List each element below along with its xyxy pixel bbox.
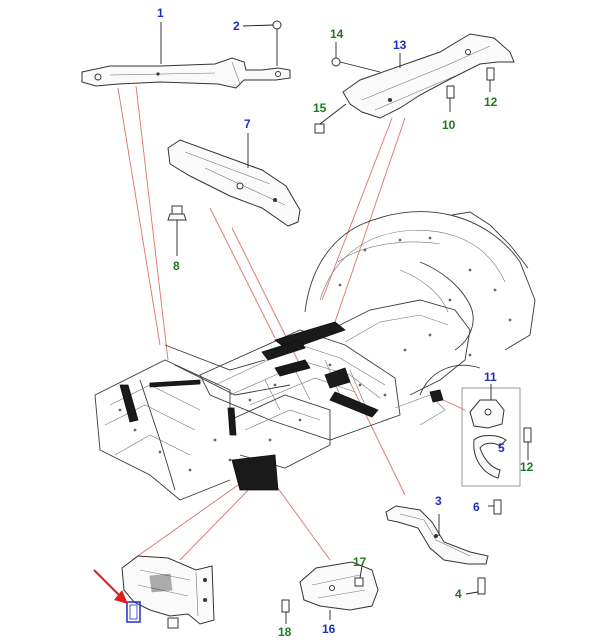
part-1-crossmember <box>81 57 291 89</box>
callout-8: 8 <box>173 259 180 273</box>
part-15-nut <box>314 103 347 134</box>
vehicle-underbody <box>94 211 536 501</box>
callout-6: 6 <box>473 500 480 514</box>
callout-14: 14 <box>330 27 344 41</box>
callout-1: 1 <box>157 6 164 20</box>
part-12-stud-lower <box>523 427 532 452</box>
callout-16: 16 <box>322 622 336 636</box>
callout-10: 10 <box>442 118 456 132</box>
part-8-stud <box>167 205 187 242</box>
callout-12-lower: 12 <box>520 460 534 474</box>
callout-13: 13 <box>393 38 407 52</box>
callout-5: 5 <box>498 441 505 455</box>
part-13-crossmember <box>342 33 515 119</box>
callout-17: 17 <box>353 555 367 569</box>
part-2-bolt <box>272 20 282 66</box>
callout-15: 15 <box>313 101 327 115</box>
callout-2: 2 <box>233 19 240 33</box>
part-3-bracket <box>385 505 489 565</box>
part-14-bolt <box>331 57 381 73</box>
part-5-strap <box>473 435 507 479</box>
bottom-left-bracket-assembly <box>121 555 215 629</box>
callout-3: 3 <box>435 494 442 508</box>
part-4-bolt <box>465 577 486 595</box>
red-arrow-icon <box>93 569 128 604</box>
part-10-stud <box>446 85 455 112</box>
part-12-stud-upper <box>486 67 495 92</box>
part-18-bolt <box>281 599 290 624</box>
callout-18: 18 <box>278 625 292 639</box>
callout-7: 7 <box>244 117 251 131</box>
highlighted-part-box <box>126 601 141 623</box>
callout-4: 4 <box>455 587 462 601</box>
callout-11: 11 <box>484 370 497 384</box>
part-11-bracket <box>469 399 505 429</box>
part-7-bracket <box>167 139 301 227</box>
part-6-bolt <box>488 499 502 515</box>
part-16-plate <box>299 561 379 620</box>
callout-12-upper: 12 <box>484 95 498 109</box>
part-17-bolt <box>354 565 364 587</box>
callout-numbers: 1 2 3 4 5 6 7 8 10 11 12 12 13 14 15 16 … <box>157 6 534 639</box>
